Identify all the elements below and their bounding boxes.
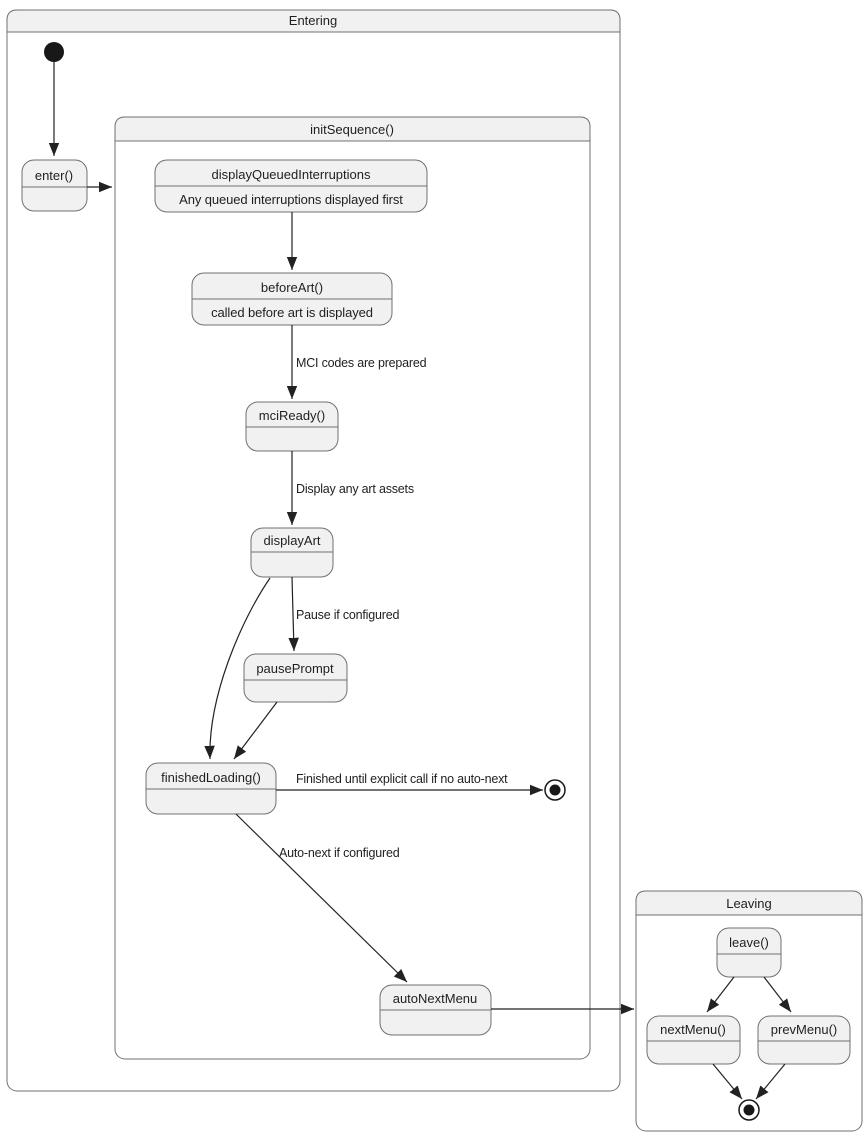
- state-prev-menu: prevMenu(): [757, 1015, 851, 1065]
- state-leave-label: leave(): [729, 935, 769, 950]
- state-next-menu-box: [646, 1015, 741, 1065]
- transition-pauseprompt-to-finishedloading: [233, 701, 278, 760]
- initial-state-icon: [44, 42, 64, 62]
- state-leave-box: [716, 927, 782, 978]
- state-before-art-label: beforeArt(): [261, 280, 323, 295]
- transition-label-mci-codes: MCI codes are prepared: [296, 356, 427, 370]
- transition-nextmenu-to-final: [712, 1063, 743, 1100]
- transition-leave-to-prevmenu: [763, 976, 792, 1013]
- leaving-title: Leaving: [726, 896, 772, 911]
- state-prev-menu-label: prevMenu(): [771, 1022, 837, 1037]
- entering-title-bar: [6, 9, 621, 33]
- transition-prevmenu-to-final: [755, 1063, 786, 1100]
- state-enter: enter(): [21, 159, 88, 212]
- leaving-border: [635, 890, 863, 1132]
- transition-finishedloading-to-autonextmenu: [235, 813, 408, 983]
- state-mci-ready-label: mciReady(): [259, 408, 325, 423]
- state-pause-prompt-label: pausePrompt: [256, 661, 334, 676]
- leaving-title-bar: [635, 890, 863, 916]
- state-pause-prompt: pausePrompt: [243, 653, 348, 703]
- state-display-queued-interruptions: displayQueuedInterruptions Any queued in…: [154, 159, 428, 213]
- transition-label-finished-until-explicit: Finished until explicit call if no auto-…: [296, 772, 508, 786]
- state-display-queued-interruptions-label: displayQueuedInterruptions: [212, 167, 371, 182]
- initsequence-title-bar: [114, 116, 591, 142]
- final-state-icon-leaving: [738, 1099, 760, 1121]
- transition-leave-to-nextmenu: [706, 976, 735, 1013]
- state-finished-loading: finishedLoading(): [145, 762, 277, 815]
- state-prev-menu-box: [757, 1015, 851, 1065]
- transition-label-pause-if-configured: Pause if configured: [296, 608, 399, 622]
- state-before-art-note: called before art is displayed: [211, 305, 373, 320]
- transition-label-auto-next: Auto-next if configured: [279, 846, 400, 860]
- state-auto-next-menu: autoNextMenu: [379, 984, 492, 1036]
- final-state-inner-dot: [549, 784, 561, 796]
- state-next-menu-label: nextMenu(): [660, 1022, 726, 1037]
- state-enter-label: enter(): [35, 168, 73, 183]
- state-display-art: displayArt: [250, 527, 334, 578]
- transition-displayart-to-pauseprompt: [288, 576, 299, 652]
- state-finished-loading-label: finishedLoading(): [161, 770, 261, 785]
- state-mci-ready: mciReady(): [245, 401, 339, 452]
- state-next-menu: nextMenu(): [646, 1015, 741, 1065]
- initsequence-border: [114, 116, 591, 1060]
- state-auto-next-menu-label: autoNextMenu: [393, 991, 478, 1006]
- state-display-art-label: displayArt: [263, 533, 320, 548]
- state-leave: leave(): [716, 927, 782, 978]
- state-enter-box: [21, 159, 88, 212]
- state-display-queued-interruptions-note: Any queued interruptions displayed first: [179, 192, 403, 207]
- final-state-inner-dot: [743, 1104, 755, 1116]
- initsequence-title: initSequence(): [310, 122, 394, 137]
- transition-label-display-assets: Display any art assets: [296, 482, 414, 496]
- final-state-icon-entering: [544, 779, 566, 801]
- transition-displayart-to-finishedloading: [204, 577, 271, 760]
- state-pause-prompt-box: [243, 653, 348, 703]
- entering-title: Entering: [289, 13, 337, 28]
- composite-state-leaving: Leaving: [635, 890, 863, 1132]
- state-before-art: beforeArt() called before art is display…: [191, 272, 393, 326]
- composite-state-initsequence: initSequence(): [114, 116, 591, 1060]
